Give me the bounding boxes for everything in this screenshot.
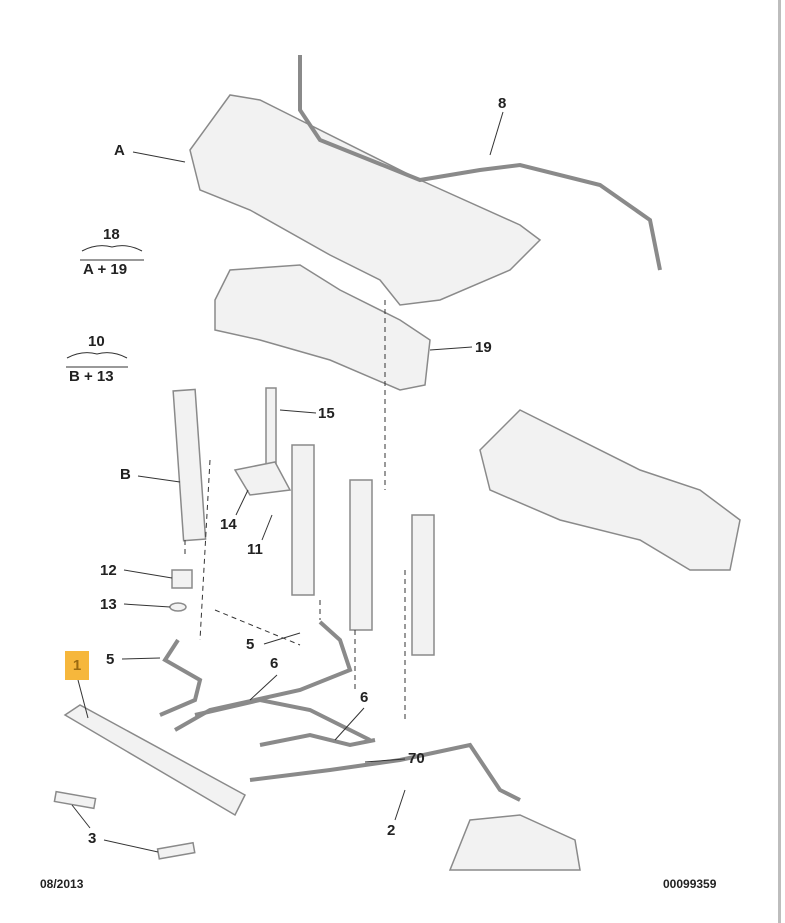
seal-12 (171, 569, 193, 589)
bracket-a (189, 94, 542, 306)
label-8: 8 (498, 95, 507, 112)
washer-13 (169, 602, 187, 612)
label-5: 5 (246, 636, 255, 653)
pipe-6b (259, 732, 376, 748)
label-a-plus-19: A + 19 (83, 261, 128, 278)
pump (448, 814, 581, 871)
part-drawings (53, 55, 741, 871)
label-b-plus-13: B + 13 (69, 368, 114, 385)
label-1-highlighted: 1 (65, 651, 89, 680)
label-3: 3 (88, 830, 97, 847)
pipe-8 (298, 55, 662, 271)
pipe-5a (159, 638, 203, 717)
injector-b (172, 388, 207, 542)
label-18: 18 (103, 226, 120, 243)
label-70: 70 (408, 750, 425, 767)
injector-2 (349, 479, 373, 631)
label-12: 12 (100, 562, 117, 579)
label-a: A (114, 142, 125, 159)
bolt-3b (156, 841, 196, 860)
label-10: 10 (88, 333, 105, 350)
footer-reference: 00099359 (663, 877, 717, 891)
rail-1 (63, 704, 246, 817)
label-6: 6 (270, 655, 279, 672)
label-15: 15 (318, 405, 335, 422)
bolt-15 (265, 387, 277, 474)
assembly-inset (479, 409, 741, 571)
injector-3 (411, 514, 435, 656)
support-19 (214, 264, 431, 391)
label-19: 19 (475, 339, 492, 356)
page-edge-divider (778, 0, 781, 923)
injector-1 (291, 444, 315, 596)
label-14: 14 (220, 516, 237, 533)
label-2: 2 (387, 822, 396, 839)
label-5: 5 (106, 651, 115, 668)
pipe-6a (194, 697, 371, 742)
label-13: 13 (100, 596, 117, 613)
bolt-3a (53, 790, 97, 810)
leader-lines (66, 111, 504, 853)
label-b: B (120, 466, 131, 483)
label-11: 11 (247, 541, 263, 558)
clamp-14 (233, 461, 292, 496)
pipe-2 (249, 742, 521, 802)
footer-date: 08/2013 (40, 877, 84, 891)
label-6: 6 (360, 689, 369, 706)
